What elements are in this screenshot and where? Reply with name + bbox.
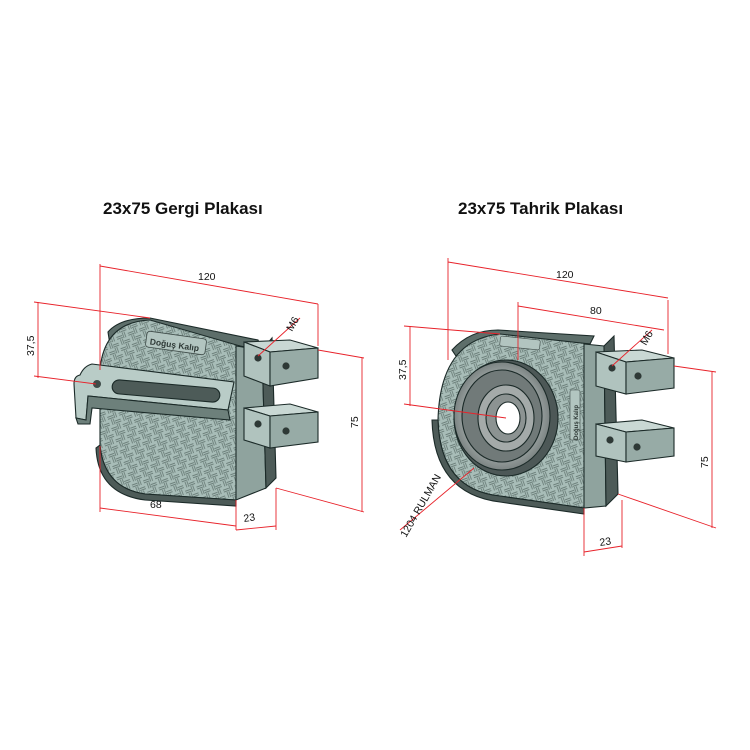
- left-dim-23: 23: [243, 511, 256, 525]
- right-part-title: 23x75 Tahrik Plakası: [458, 199, 624, 218]
- left-dimensions: 120 37,5 M6 75 68 23: [25, 264, 365, 531]
- right-dim-23: 23: [599, 535, 612, 549]
- left-dim-37-5: 37,5: [25, 335, 37, 356]
- right-engraving: Doğuş Kalıp: [574, 405, 580, 440]
- right-dim-37-5: 37,5: [397, 359, 409, 380]
- right-dim-bearing: 1204 RULMAN: [398, 472, 444, 539]
- left-tension-plate: Doğuş Kalıp: [73, 317, 319, 507]
- right-drive-plate: Doğuş Kalıp: [431, 329, 675, 515]
- right-dim-80: 80: [590, 305, 602, 317]
- left-part-title: 23x75 Gergi Plakası: [103, 199, 263, 218]
- left-dim-m6: M6: [284, 315, 302, 334]
- left-dim-68: 68: [150, 499, 162, 511]
- right-dim-75: 75: [699, 456, 711, 468]
- left-dim-120: 120: [198, 271, 216, 283]
- left-dim-75: 75: [349, 416, 361, 428]
- right-dim-120: 120: [556, 269, 574, 281]
- right-dim-m6: M6: [638, 329, 656, 348]
